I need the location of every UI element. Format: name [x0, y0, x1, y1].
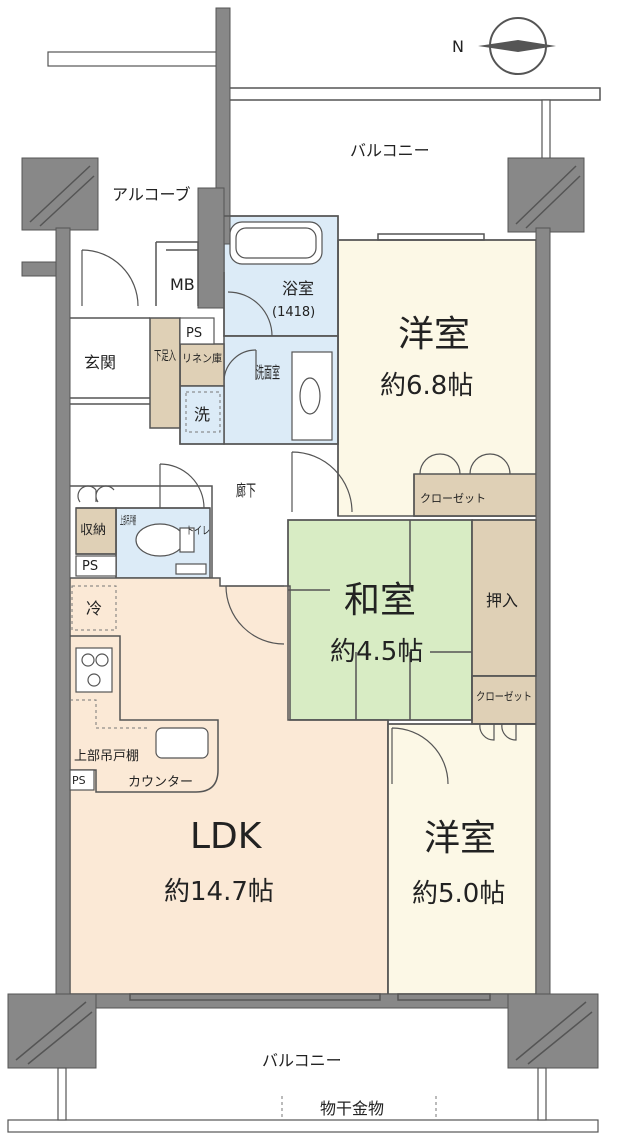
burner-3: [87, 673, 101, 687]
balcony-bottom-label: バルコニー: [262, 1051, 342, 1070]
western2-area: 約5.0帖: [412, 879, 505, 909]
bath-door-swing: [227, 291, 273, 337]
closet2-doors: [479, 723, 517, 741]
ldk-area: 約14.7帖: [164, 877, 274, 907]
bath-label: 浴室: [282, 279, 314, 298]
western1-window: [377, 233, 485, 241]
western1-area: 約6.8帖: [380, 371, 473, 401]
fridge-label: 冷: [86, 599, 102, 618]
east-wall: [535, 227, 551, 995]
bathtub-inner: [235, 227, 317, 259]
column-hatch-br: [515, 1001, 593, 1065]
washroom-label: 洗面室: [256, 363, 280, 382]
column-hatch-bl: [15, 1001, 93, 1065]
japanese-room: [287, 519, 473, 721]
japanese-door-swing: [225, 585, 285, 645]
storage-doors: [77, 485, 115, 503]
closet1-doors: [419, 453, 511, 475]
hallway-label: 廊下: [236, 481, 256, 500]
bottom-balcony-rail: [7, 1119, 599, 1133]
toilet-tank: [179, 527, 195, 553]
drying-label: 物干金物: [320, 1099, 384, 1118]
fridge-outline: [71, 585, 117, 631]
west-wall: [55, 227, 71, 995]
entrance-label: 玄関: [84, 353, 116, 372]
top-balcony-edge: [230, 87, 601, 101]
closet1-outline: [413, 474, 536, 517]
tatami-lines: [288, 520, 472, 720]
upper-cabinet-kitchen-label: 上部吊戸棚: [74, 749, 139, 764]
western2-door-swing: [391, 727, 449, 785]
shoe-box-label: 下足入: [154, 349, 176, 364]
ps-label-1: PS: [186, 326, 202, 341]
alcove-label: アルコーブ: [112, 185, 191, 204]
toilet-sink: [175, 563, 207, 575]
oshiire-label: 押入: [486, 591, 518, 610]
bath-divider: [223, 272, 338, 337]
western2-outline: [387, 720, 536, 994]
western1-name: 洋室: [398, 314, 470, 355]
ps-toilet: [75, 555, 117, 577]
alcove-wall: [197, 187, 225, 309]
column-hatch-tr: [515, 165, 581, 229]
linen-storage: [179, 343, 225, 387]
washer-outline: [185, 391, 221, 433]
closet-1: [413, 473, 537, 517]
washer-label: 洗: [194, 405, 210, 424]
bottom-window-w2: [397, 993, 491, 1001]
sink: [299, 377, 321, 415]
upper-cabinet-toilet-label: 上部吊戸棚: [120, 513, 136, 527]
entrance-door-swing: [81, 249, 139, 307]
bottom-balcony-post-l: [57, 1067, 67, 1121]
western-room-2: [387, 723, 537, 995]
linen-label: リネン庫: [182, 351, 222, 365]
bottom-balcony-post-r: [537, 1067, 547, 1121]
compass-north-label: N: [452, 37, 464, 56]
kitchen-counter: [70, 635, 219, 793]
burner-2: [95, 653, 109, 667]
shoe-cabinet: [149, 317, 181, 429]
wash-door-swing: [223, 349, 257, 381]
counter-label: カウンター: [128, 775, 193, 790]
ps-bath: [179, 317, 215, 345]
column-hatch-tl: [29, 165, 95, 227]
compass-needle: [478, 40, 556, 52]
japanese-outline: [287, 519, 473, 721]
toilet-label: トイレ: [186, 524, 210, 537]
mb-label: MB: [170, 275, 195, 294]
kitchen-upper-cabinet: [70, 699, 150, 729]
toilet-door-swing: [159, 463, 205, 509]
ps-label-3: PS: [72, 774, 86, 787]
mb-box: [155, 241, 199, 306]
storage-label: 収納: [80, 523, 106, 538]
western2-name: 洋室: [424, 818, 496, 859]
closet2-label: クローゼット: [476, 690, 532, 703]
closet1-label: クローゼット: [420, 492, 486, 505]
western1-door-swing: [291, 451, 353, 513]
entrance-walls: [70, 317, 150, 405]
top-balcony-rail: [47, 51, 219, 67]
kitchen-sink: [155, 727, 209, 759]
compass: N: [452, 17, 556, 75]
toilet-bowl: [135, 523, 185, 557]
toilet-block: [70, 485, 213, 578]
burner-1: [81, 653, 95, 667]
ps-label-2: PS: [82, 559, 98, 574]
ps-kitchen: [69, 769, 95, 791]
balcony-top-label: バルコニー: [350, 141, 430, 160]
ldk-name: LDK: [190, 816, 263, 857]
japanese-area: 約4.5帖: [330, 637, 423, 667]
top-balcony-post: [541, 99, 551, 161]
bath-size-label: (1418): [272, 305, 315, 320]
column-bottom-right: [507, 993, 599, 1069]
bottom-window-ldk: [129, 993, 381, 1001]
japanese-name: 和室: [344, 580, 416, 621]
western-room-1: [337, 239, 537, 517]
